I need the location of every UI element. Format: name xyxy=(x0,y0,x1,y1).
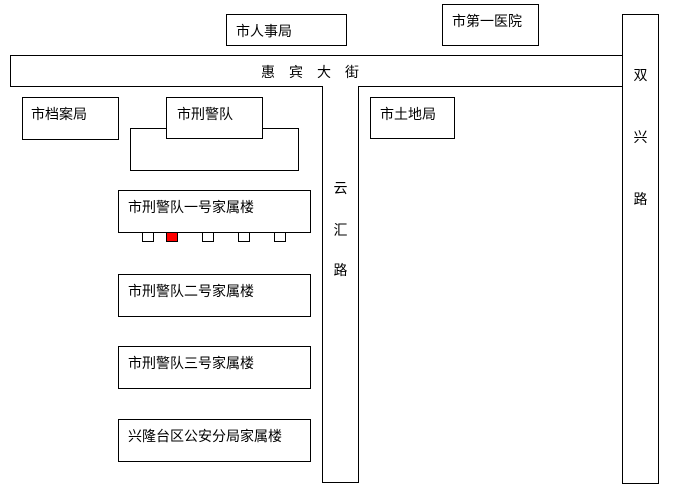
land-bureau: 市土地局 xyxy=(370,97,455,139)
unit-marker xyxy=(274,232,286,242)
personnel-bureau: 市人事局 xyxy=(226,14,347,46)
shuangxing-road: 双 兴 路 xyxy=(622,14,659,484)
first-hospital-label: 市第一医院 xyxy=(452,14,522,30)
highlighted-unit-marker xyxy=(166,232,178,242)
unit-marker xyxy=(238,232,250,242)
shuangxing-char-1: 双 xyxy=(633,68,648,84)
family-building-1: 市刑警队一号家属楼 xyxy=(118,190,311,233)
archives-bureau: 市档案局 xyxy=(22,97,119,140)
family-building-2: 市刑警队二号家属楼 xyxy=(118,274,311,317)
xinglongtai-family-building: 兴隆台区公安分局家属楼 xyxy=(118,419,311,462)
huibin-street: 惠宾大街 xyxy=(10,55,623,87)
family-building-3-label: 市刑警队三号家属楼 xyxy=(128,356,254,372)
criminal-police: 市刑警队 xyxy=(166,97,263,139)
yunhui-char-2: 汇 xyxy=(333,223,348,239)
unit-marker xyxy=(202,232,214,242)
personnel-bureau-label: 市人事局 xyxy=(236,24,292,40)
yunhui-char-3: 路 xyxy=(333,263,348,279)
family-building-3: 市刑警队三号家属楼 xyxy=(118,346,311,389)
yunhui-road: 云 汇 路 xyxy=(322,86,359,483)
xinglongtai-family-building-label: 兴隆台区公安分局家属楼 xyxy=(128,429,282,445)
family-building-2-label: 市刑警队二号家属楼 xyxy=(128,284,254,300)
huibin-street-label: 惠宾大街 xyxy=(261,65,373,81)
shuangxing-char-2: 兴 xyxy=(633,130,648,146)
yunhui-char-1: 云 xyxy=(333,181,348,197)
criminal-police-label: 市刑警队 xyxy=(177,107,233,123)
unit-marker xyxy=(142,232,154,242)
land-bureau-label: 市土地局 xyxy=(380,107,436,123)
archives-bureau-label: 市档案局 xyxy=(31,107,87,123)
family-building-1-label: 市刑警队一号家属楼 xyxy=(128,200,254,216)
first-hospital: 市第一医院 xyxy=(442,4,539,46)
shuangxing-char-3: 路 xyxy=(633,192,648,208)
